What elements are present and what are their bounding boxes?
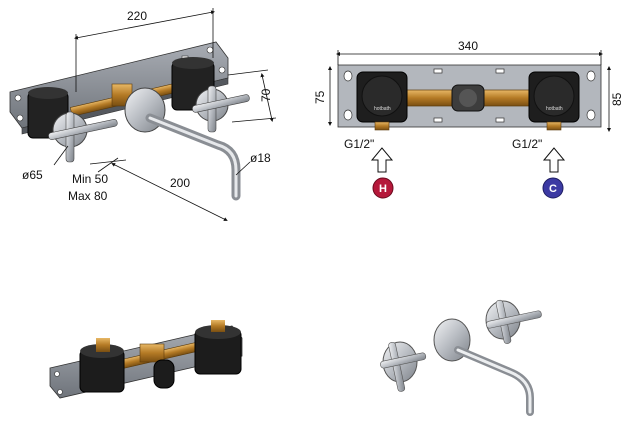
dim-height-75: 75 [313,90,327,104]
isometric-assembly-view: 220 70 ø65 Min 50 Max 80 200 ø18 [9,8,277,221]
hot-label: H [379,183,387,195]
dim-height-70: 70 [259,88,273,102]
hot-indicator: H [372,177,394,199]
cold-inlet-arrow [542,147,566,173]
svg-text:hotbath: hotbath [374,106,391,112]
hot-inlet-arrow [370,147,394,173]
dim-width-220: 220 [127,9,147,23]
dim-diameter-18: ø18 [250,151,271,165]
cold-indicator: C [542,177,564,199]
spout [145,113,241,201]
finished-mixer-render [380,299,542,416]
front-view: hotbath hotbath 340 75 85 G1/2" G1/2" H [313,39,624,199]
concealed-body-render [49,320,243,399]
left-thread-label: G1/2" [344,137,374,151]
dim-spout-200: 200 [170,176,190,190]
cold-label: C [549,183,557,195]
right-thread-label: G1/2" [512,137,542,151]
dim-min-50: Min 50 [72,172,108,186]
dim-width-340: 340 [458,39,478,53]
dim-max-80: Max 80 [68,189,108,203]
svg-text:hotbath: hotbath [546,106,563,112]
dim-height-85: 85 [610,92,624,106]
dim-diameter-65: ø65 [22,168,43,182]
